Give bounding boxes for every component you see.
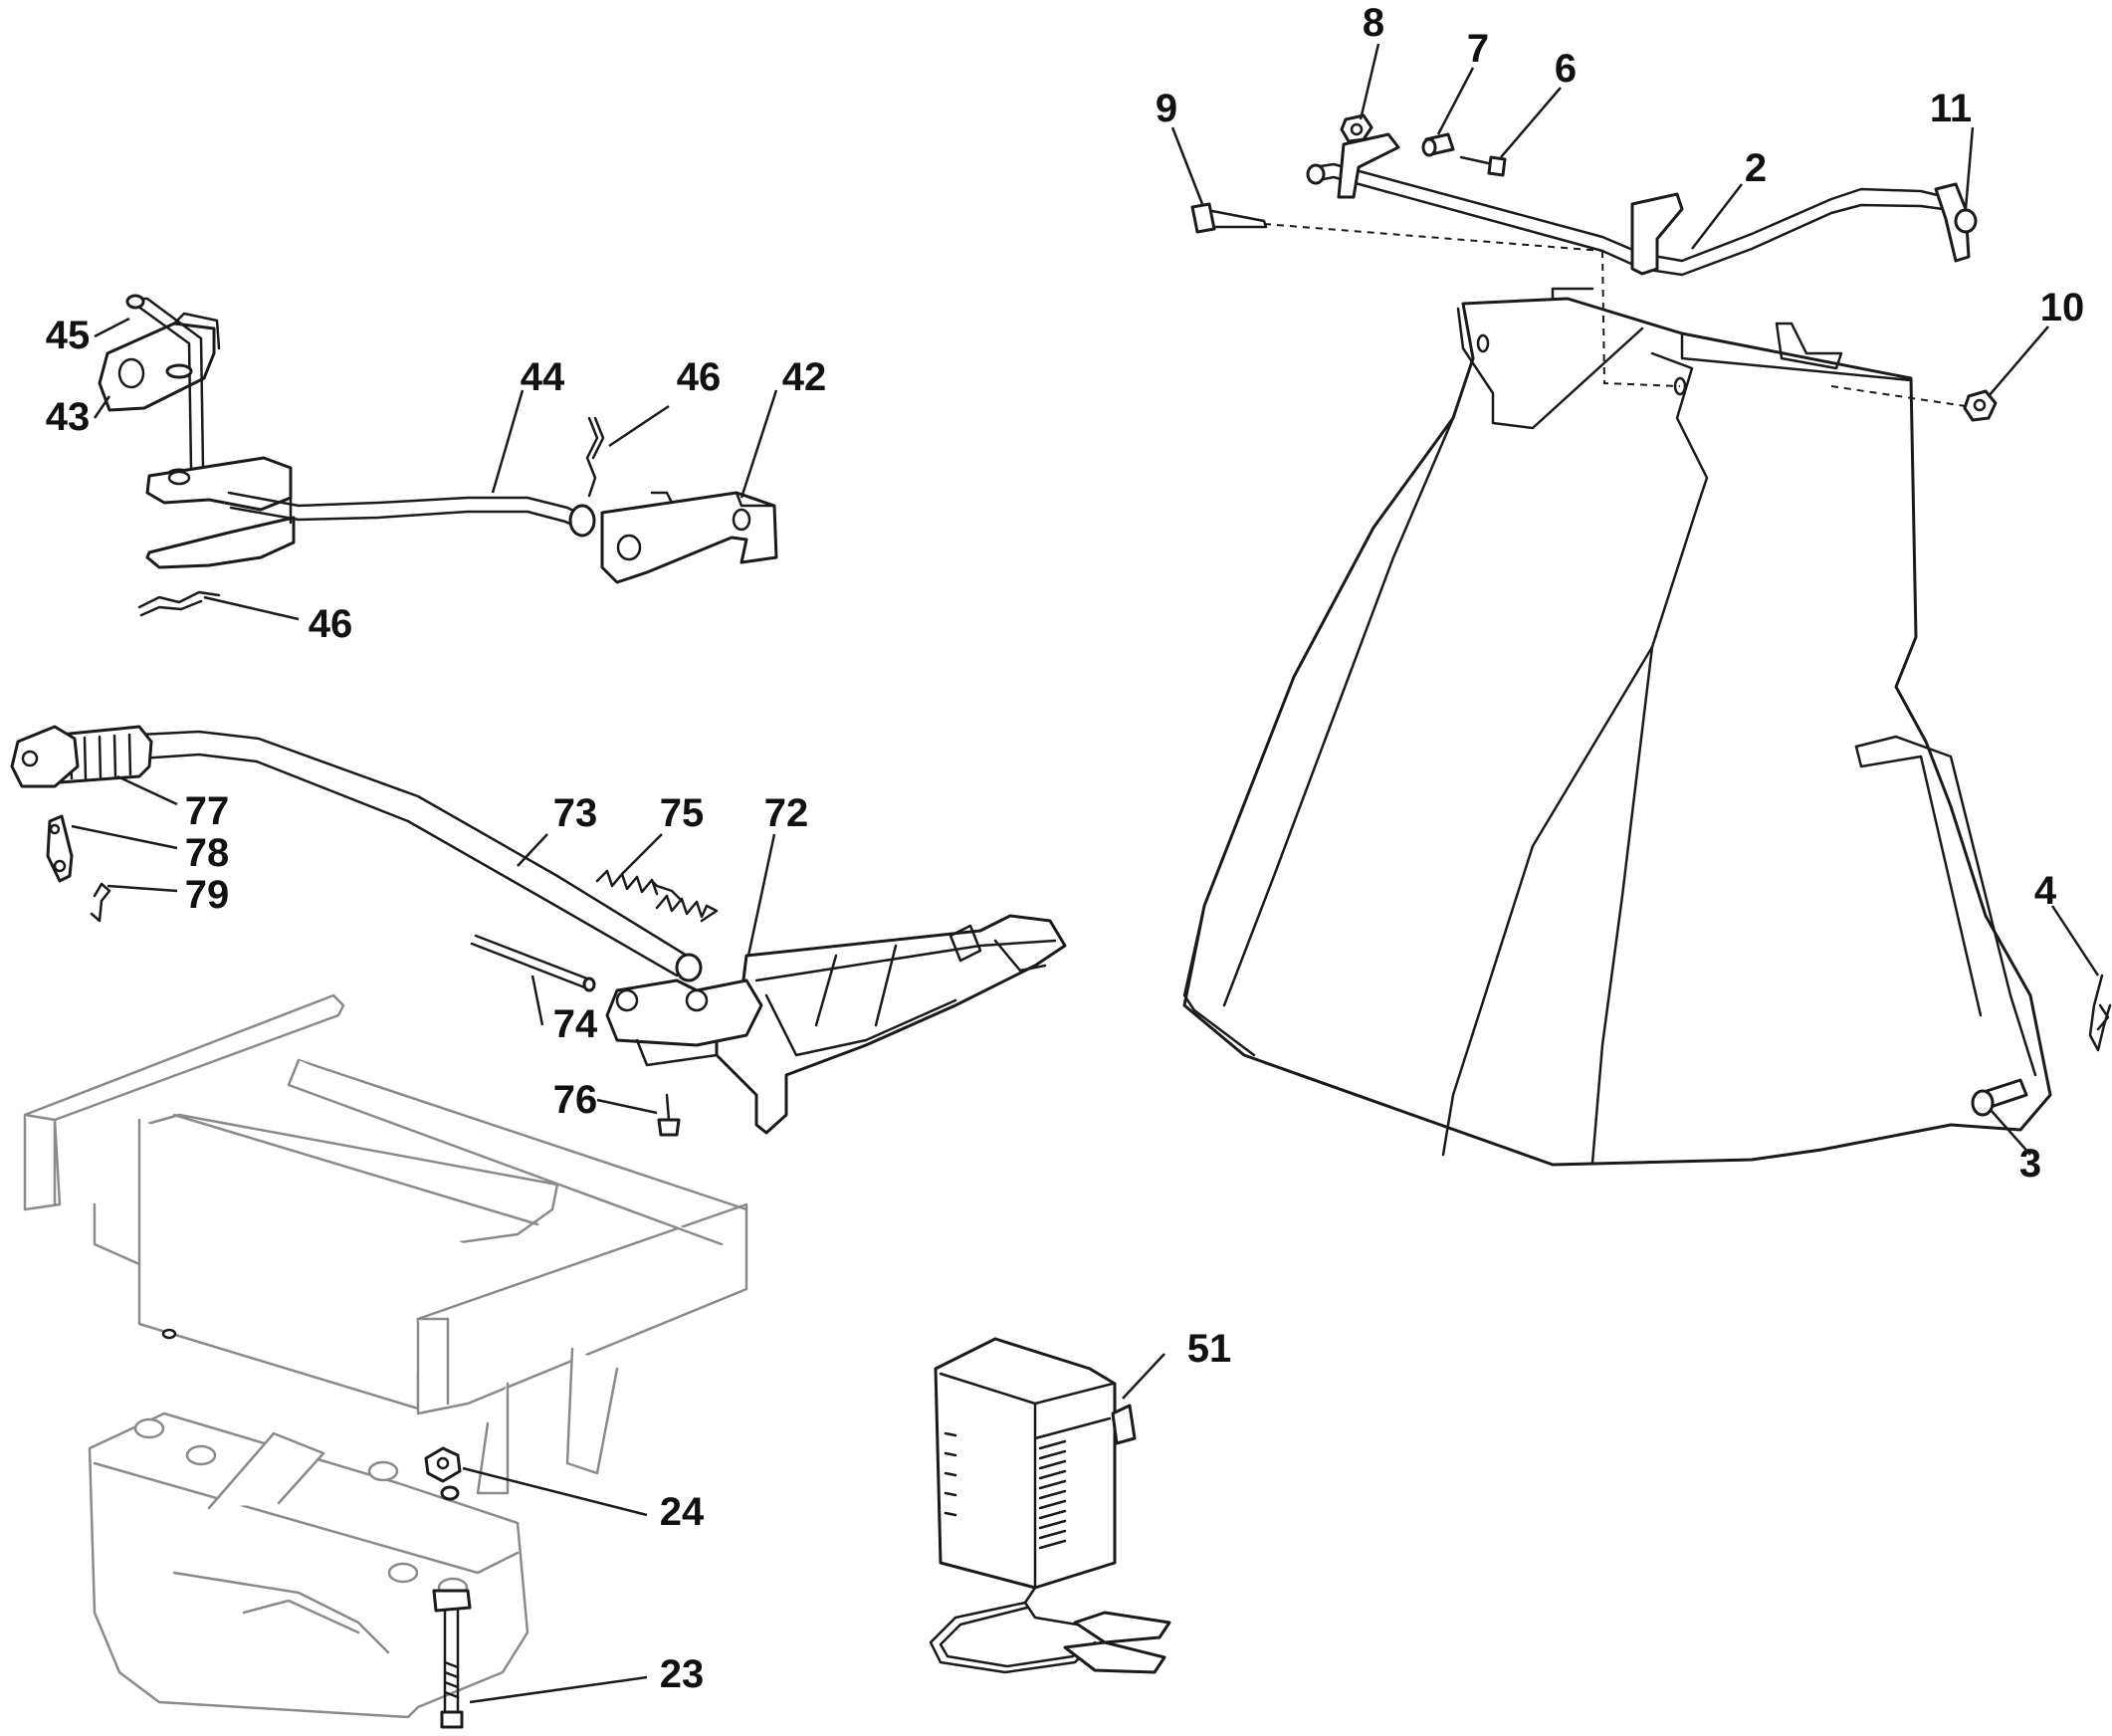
callout-72: 72 — [764, 791, 809, 835]
hitch-plate-42 — [600, 491, 778, 584]
callout-44: 44 — [521, 355, 565, 399]
springs-75 — [595, 869, 719, 923]
callout-75: 75 — [660, 791, 705, 835]
callout-73: 73 — [553, 791, 598, 835]
hardware-bolt-9 — [1190, 202, 1268, 234]
hitch-rod-44 — [227, 491, 596, 538]
battery-charger-51 — [929, 1337, 1171, 1674]
hairpin-clip-46-top — [585, 416, 605, 498]
callout-78: 78 — [185, 831, 230, 875]
callout-23: 23 — [660, 1652, 705, 1696]
callout-11: 11 — [1930, 87, 1972, 130]
leader-lines — [71, 43, 2100, 1704]
callout-2: 2 — [1745, 146, 1767, 190]
bag-handle-frame — [1306, 132, 1971, 277]
callouts: 8 7 6 9 11 2 10 4 3 45 43 44 46 42 46 77… — [46, 1, 2085, 1696]
callout-51: 51 — [1187, 1327, 1232, 1371]
callout-24: 24 — [660, 1490, 705, 1534]
chassis-frame — [23, 993, 748, 1495]
callout-10: 10 — [2040, 286, 2085, 329]
callout-45: 45 — [46, 314, 91, 357]
hardware-nut-8 — [1340, 113, 1373, 143]
callout-77: 77 — [185, 789, 230, 833]
callout-46-bottom: 46 — [309, 602, 353, 646]
hardware-screw-6 — [1459, 155, 1507, 177]
hitch-plate — [145, 456, 296, 569]
pin-74 — [470, 934, 596, 992]
callout-7: 7 — [1467, 27, 1489, 71]
lever-grip-77 — [10, 725, 153, 788]
callout-46-top: 46 — [677, 355, 722, 399]
hardware-spacer-7 — [1421, 132, 1455, 157]
callout-79: 79 — [185, 873, 230, 917]
callout-6: 6 — [1555, 47, 1577, 91]
callout-9: 9 — [1156, 87, 1177, 130]
hardware-pin-3 — [1971, 1078, 2028, 1117]
bolt-23 — [432, 1589, 472, 1729]
hairpin-clip-46-bottom — [137, 590, 221, 617]
screw-76 — [657, 1093, 681, 1137]
hitch-bracket-43 — [98, 312, 221, 412]
hardware-clip-4 — [2088, 974, 2112, 1052]
lever-clip-79 — [90, 882, 111, 923]
callout-76: 76 — [553, 1078, 598, 1122]
hardware-cap-11 — [1954, 208, 1978, 234]
lever-latch-78 — [46, 814, 74, 883]
nut-24 — [424, 1446, 462, 1501]
callout-8: 8 — [1363, 1, 1384, 45]
pedal-bracket-72 — [605, 914, 1067, 1135]
counterweight — [88, 1411, 529, 1719]
grass-catcher-bag — [1182, 287, 2052, 1167]
callout-42: 42 — [782, 355, 827, 399]
callout-4: 4 — [2034, 869, 2057, 913]
callout-43: 43 — [46, 395, 91, 439]
callout-74: 74 — [553, 1002, 598, 1046]
lever-arm-73 — [137, 730, 703, 982]
hardware-nut-10 — [1963, 389, 1998, 422]
callout-3: 3 — [2019, 1142, 2041, 1186]
